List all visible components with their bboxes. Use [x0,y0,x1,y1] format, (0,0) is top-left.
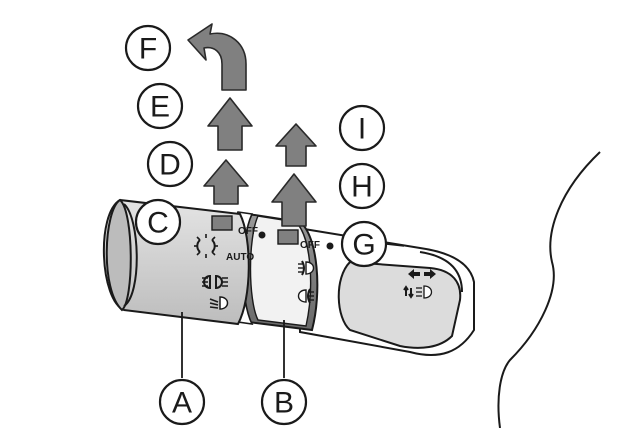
arrow-fog-1 [271,173,317,227]
headlight-off-label: OFF [238,226,258,237]
leader-line-g [385,243,405,247]
svg-text:H: H [351,171,373,204]
low-beam-icon [209,296,229,310]
callout-a: A [158,378,206,426]
svg-text:I: I [358,113,366,146]
callout-i: I [338,104,386,152]
svg-text:G: G [352,229,375,262]
callout-d: D [146,140,194,188]
headlight-index-dot [258,231,266,239]
front-fog-light-icon [298,260,315,276]
steering-column-outline [497,151,601,428]
sun-light-icon [194,234,218,258]
arrow-rotate-to-d [203,159,249,205]
headlight-off-marker [211,215,233,231]
svg-text:D: D [159,149,181,182]
fog-off-label: OFF [300,240,320,251]
svg-text:A: A [172,387,192,420]
arrow-curved-to-f [187,23,247,91]
headlight-auto-label: AUTO [226,252,254,263]
knob-end-cap [105,198,132,312]
lever-stalk [296,226,475,356]
fog-off-marker [277,229,299,245]
callout-b: B [260,378,308,426]
svg-text:C: C [147,207,169,240]
svg-text:E: E [150,91,170,124]
flash-to-pass-icon [403,285,433,299]
rear-fog-light-icon [297,288,314,304]
callout-g: G [340,220,388,268]
svg-text:F: F [139,33,157,66]
callout-c: C [134,198,182,246]
svg-text:B: B [274,387,294,420]
headlamp-icon [202,274,228,290]
lever-grip-panel [337,260,462,349]
callout-e: E [136,82,184,130]
callout-f: F [124,24,172,72]
arrow-fog-2 [275,123,317,167]
turn-signal-arrows-icon [408,269,436,279]
lever-index-dot [326,242,334,250]
callout-h: H [338,162,386,210]
arrow-rotate-to-e [207,97,253,151]
